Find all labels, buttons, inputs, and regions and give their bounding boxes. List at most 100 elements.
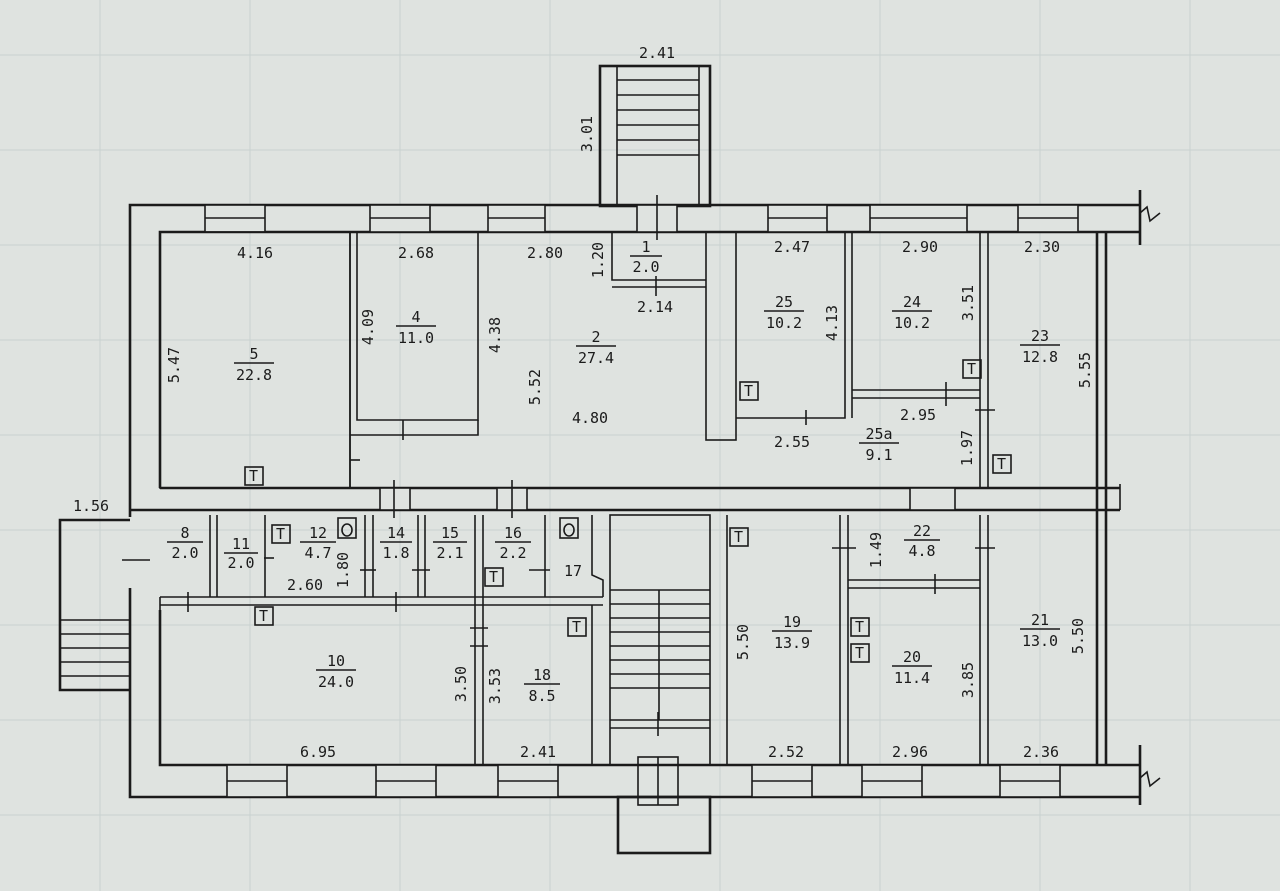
dim-label: 2.55 [774, 433, 810, 451]
dim-label: 6.95 [300, 743, 336, 761]
room-1-number: 1 [641, 238, 650, 256]
room-25-area: 10.2 [766, 314, 802, 332]
dim-label: 3.85 [959, 662, 977, 698]
room-25a-number: 25а [865, 425, 892, 443]
dim-label: 4.80 [572, 409, 608, 427]
dim-label: 2.41 [520, 743, 556, 761]
room-18-number: 18 [533, 666, 551, 684]
svg-text:T: T [276, 525, 285, 543]
dim-label: 2.52 [768, 743, 804, 761]
room-20-number: 20 [903, 648, 921, 666]
room-10-number: 10 [327, 652, 345, 670]
svg-text:T: T [259, 607, 268, 625]
dim-label: 5.55 [1076, 352, 1094, 388]
room-2-area: 27.4 [578, 349, 614, 367]
svg-text:T: T [997, 455, 1006, 473]
svg-text:T: T [855, 618, 864, 636]
svg-text:T: T [734, 528, 743, 546]
room-15-number: 15 [441, 524, 459, 542]
room-2-number: 2 [591, 328, 600, 346]
room-14-area: 1.8 [382, 544, 409, 562]
dim-label: 3.51 [959, 285, 977, 321]
sink-icon [992, 454, 1012, 474]
sink-icon [244, 466, 264, 486]
dim-label: 2.36 [1023, 743, 1059, 761]
dim-label: 5.50 [734, 624, 752, 660]
dim-label: 2.41 [639, 44, 675, 62]
dim-label: 2.96 [892, 743, 928, 761]
room-5-number: 5 [249, 345, 258, 363]
outer-walls [128, 190, 1161, 805]
room-21-number: 21 [1031, 611, 1049, 629]
dim-label: 4.13 [823, 305, 841, 341]
toilet-icon [337, 517, 357, 539]
room-21-area: 13.0 [1022, 632, 1058, 650]
dim-label: 1.56 [73, 497, 109, 515]
dim-label: 4.38 [486, 317, 504, 353]
room-12-number: 12 [309, 524, 327, 542]
top-windows [204, 195, 1079, 240]
svg-text:T: T [744, 382, 753, 400]
room-14-number: 14 [387, 524, 405, 542]
room-22-number: 22 [913, 522, 931, 540]
dim-label: 3.01 [578, 116, 596, 152]
dim-label: 1.49 [867, 532, 885, 568]
room-11-number: 11 [232, 535, 250, 553]
toilet-icon [559, 517, 579, 539]
room-4-area: 11.0 [398, 329, 434, 347]
sink-icon [254, 606, 274, 626]
room-25a-area: 9.1 [865, 446, 892, 464]
room-25-number: 25 [775, 293, 793, 311]
dim-label: 5.50 [1069, 618, 1087, 654]
room-18-area: 8.5 [528, 687, 555, 705]
room-11-area: 2.0 [227, 554, 254, 572]
dim-label: 4.09 [359, 309, 377, 345]
room-10-area: 24.0 [318, 673, 354, 691]
sink-icon [567, 617, 587, 637]
sink-icon [271, 524, 291, 544]
dim-label: 2.60 [287, 576, 323, 594]
dim-label: 3.50 [452, 666, 470, 702]
svg-text:T: T [967, 360, 976, 378]
sink-icon [962, 359, 982, 379]
room-19-number: 19 [783, 613, 801, 631]
dim-label: 3.53 [486, 668, 504, 704]
dim-label: 1.97 [958, 430, 976, 466]
room-16-area: 2.2 [499, 544, 526, 562]
dim-label: 2.95 [900, 406, 936, 424]
dim-label: 2.47 [774, 238, 810, 256]
room-22-area: 4.8 [908, 542, 935, 560]
svg-text:T: T [855, 644, 864, 662]
room-4-number: 4 [411, 308, 420, 326]
room-1-area: 2.0 [632, 258, 659, 276]
sink-icon [850, 617, 870, 637]
dim-label: 2.80 [527, 244, 563, 262]
dim-label: 2.14 [637, 298, 673, 316]
sink-icon [739, 381, 759, 401]
room-17-number: 17 [564, 562, 582, 580]
room-8-area: 2.0 [171, 544, 198, 562]
fixtures: T T T T T T T T T T T [244, 359, 1012, 663]
door-ticks [187, 480, 995, 736]
dim-label: 2.68 [398, 244, 434, 262]
sink-icon [484, 567, 504, 587]
room-24-area: 10.2 [894, 314, 930, 332]
dim-label: 4.16 [237, 244, 273, 262]
left-entrance-stairs [58, 518, 150, 692]
room-24-number: 24 [903, 293, 921, 311]
room-5-area: 22.8 [236, 366, 272, 384]
room-12-area: 4.7 [304, 544, 331, 562]
entrance-stairs-top [598, 64, 712, 208]
dim-label: 2.30 [1024, 238, 1060, 256]
bottom-entrance [616, 756, 712, 855]
dim-label: 2.90 [902, 238, 938, 256]
room-labels: 1 2.0 2 27.4 4 11.0 5 22.8 8 2.0 10 24.0… [167, 238, 1060, 705]
room-8-number: 8 [180, 524, 189, 542]
room-15-area: 2.1 [436, 544, 463, 562]
dimension-labels: 2.41 3.01 4.16 2.68 2.80 1.20 2.14 2.47 … [73, 44, 1094, 761]
dim-label: 1.80 [334, 552, 352, 588]
dim-label: 5.52 [526, 369, 544, 405]
bottom-windows [226, 764, 1061, 798]
room-23-number: 23 [1031, 327, 1049, 345]
